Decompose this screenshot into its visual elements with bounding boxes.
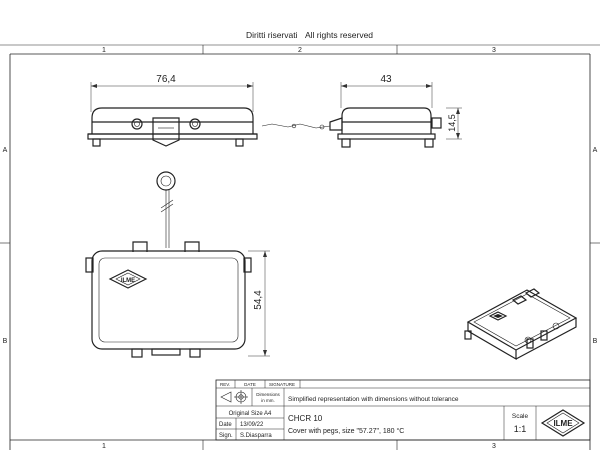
signature-header: SIGNATURE: [269, 382, 295, 387]
top-view-logo-text: ILME: [121, 278, 135, 284]
dimension-length-label: 76,4: [156, 74, 176, 85]
row-label-a-right: A: [593, 147, 598, 154]
column-label-1: 1: [102, 47, 106, 54]
side-view: [261, 82, 462, 148]
scale-value: 1:1: [514, 424, 527, 434]
column-label-3-bottom: 3: [492, 443, 496, 450]
rev-header: REV.: [220, 382, 230, 387]
top-view: ILME: [85, 171, 270, 358]
sheet-frame: [0, 44, 600, 450]
rights-italian: Diritti riservati: [246, 30, 298, 40]
sign-key: Sign.: [219, 433, 233, 439]
row-label-a-left: A: [3, 147, 8, 154]
front-view: [87, 82, 258, 147]
column-label-1-bottom: 1: [102, 443, 106, 450]
column-label-2: 2: [298, 47, 302, 54]
isometric-view: [464, 288, 578, 361]
row-label-b-right: B: [593, 338, 598, 345]
dimension-depth-label: 43: [380, 74, 392, 85]
dimension-height-label: 14,5: [447, 114, 457, 132]
part-code: CHCR 10: [288, 414, 323, 423]
original-size: Original Size A4: [229, 411, 272, 417]
date-value: 13/09/22: [240, 422, 264, 428]
dimensions-unit-line1: Dimensions: [256, 392, 280, 397]
part-description: Cover with pegs, size "57.27", 180 °C: [288, 427, 404, 435]
dimensions-unit-line2: in mm.: [261, 398, 275, 403]
column-label-3: 3: [492, 47, 496, 54]
rights-english: All rights reserved: [305, 30, 373, 40]
title-block: [215, 379, 591, 441]
representation-note: Simplified representation with dimension…: [288, 396, 459, 403]
date-header: DATE: [244, 382, 256, 387]
row-label-b-left: B: [3, 338, 8, 345]
sign-value: S.Diasparra: [240, 433, 272, 439]
dimension-width-label: 54,4: [253, 290, 264, 310]
scale-label: Scale: [512, 413, 529, 420]
title-block-logo-text: ILME: [553, 419, 573, 428]
date-key: Date: [219, 422, 232, 428]
